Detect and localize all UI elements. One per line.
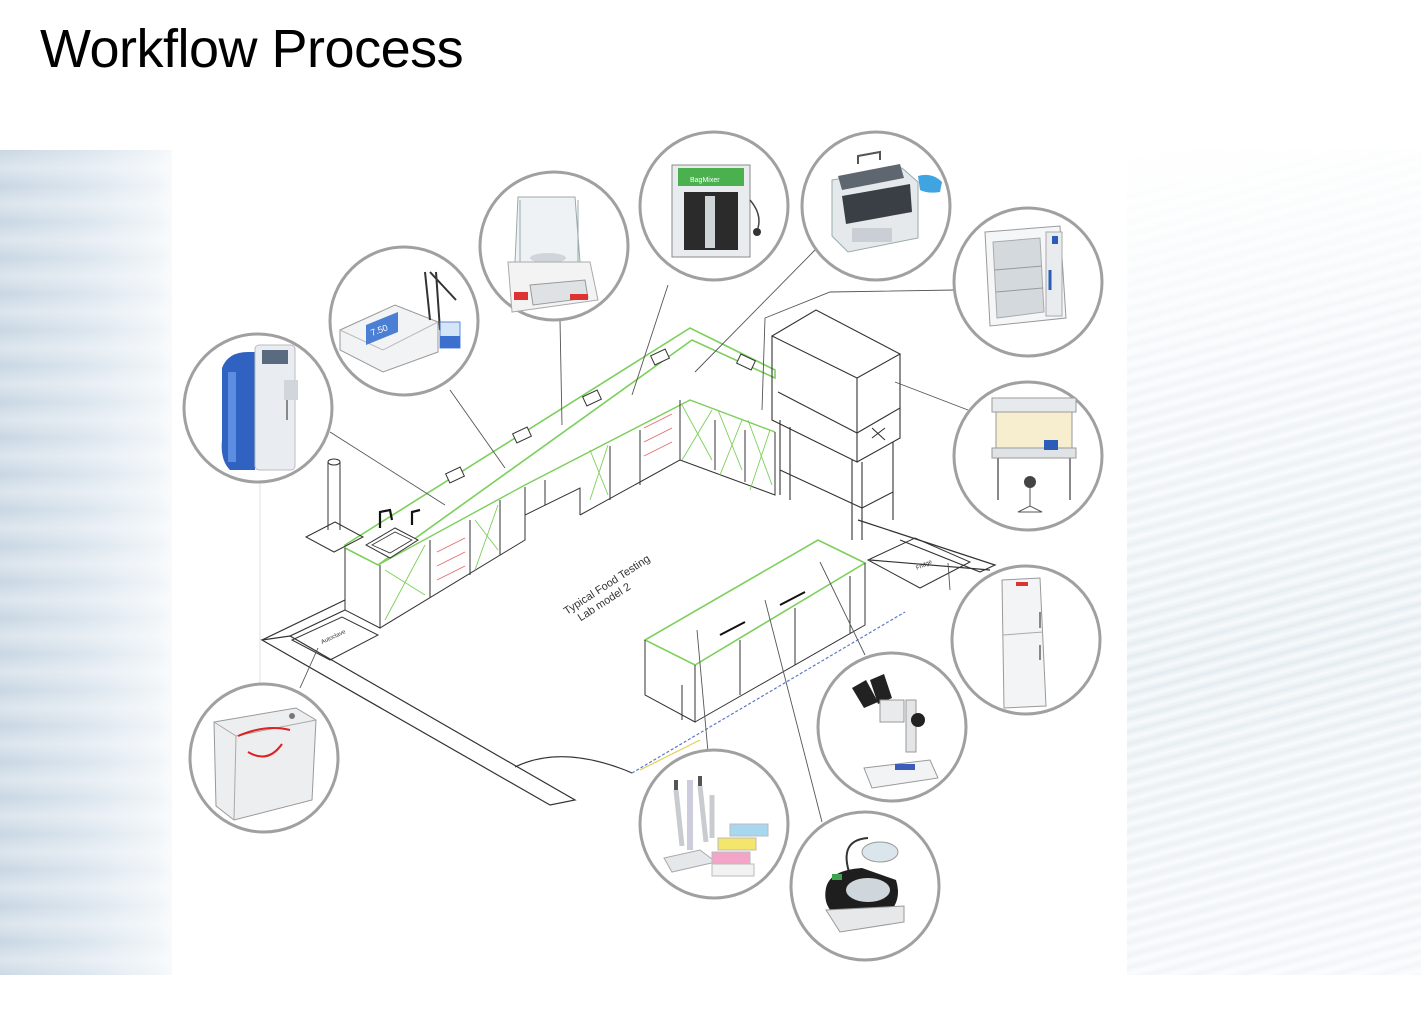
background-left-decoration xyxy=(0,150,190,980)
freezer-circle xyxy=(950,564,1102,716)
autoclave-label: Autoclave xyxy=(320,629,347,646)
water-purification-icon xyxy=(221,344,298,471)
autoclave-icon xyxy=(213,707,317,821)
pipettes-circle xyxy=(638,748,790,900)
microscope-icon xyxy=(852,674,939,789)
floor-label: Typical Food Testing Lab model 2 xyxy=(562,553,652,624)
balance-circle xyxy=(478,170,630,322)
freezer-icon xyxy=(1001,577,1047,709)
background-bottom xyxy=(0,975,1421,1026)
biosafety-cabinet-icon xyxy=(991,397,1077,513)
colony-counter-circle xyxy=(789,810,941,962)
microscope-circle xyxy=(816,651,968,803)
autoclave-circle xyxy=(188,682,340,834)
water-bath-circle xyxy=(800,130,952,282)
bagmixer-circle: BagMixer xyxy=(638,130,790,282)
bagmixer-icon: BagMixer xyxy=(671,164,761,258)
l-shaped-bench xyxy=(344,327,776,629)
water-purification-circle xyxy=(182,332,334,484)
fridge-label: Fridge xyxy=(915,559,934,572)
fridge-floor-box: Fridge xyxy=(866,537,972,589)
lab-workflow-diagram: Autoclave Fridge xyxy=(172,126,1127,976)
pipettes-icon xyxy=(663,776,769,877)
biosafety-cabinet-circle xyxy=(952,380,1104,532)
eyewash-station xyxy=(304,458,365,553)
leader-lines xyxy=(259,249,969,823)
autoclave-floor-box: Autoclave xyxy=(290,616,380,661)
incubator-circle xyxy=(952,206,1104,358)
incubator-icon xyxy=(984,225,1067,327)
background-right-decoration xyxy=(1120,150,1421,980)
diagram-canvas: Autoclave Fridge xyxy=(182,130,1104,962)
balance-icon xyxy=(507,196,599,313)
island-bench xyxy=(643,539,867,723)
page-title: Workflow Process xyxy=(40,19,464,79)
fume-hood-outline xyxy=(770,309,902,540)
water-bath-icon xyxy=(831,150,942,253)
bagmixer-label: BagMixer xyxy=(690,177,720,184)
ph-meter-icon: 7.50 xyxy=(339,271,461,373)
ph-meter-circle: 7.50 xyxy=(328,245,480,397)
colony-counter-icon xyxy=(825,837,905,933)
